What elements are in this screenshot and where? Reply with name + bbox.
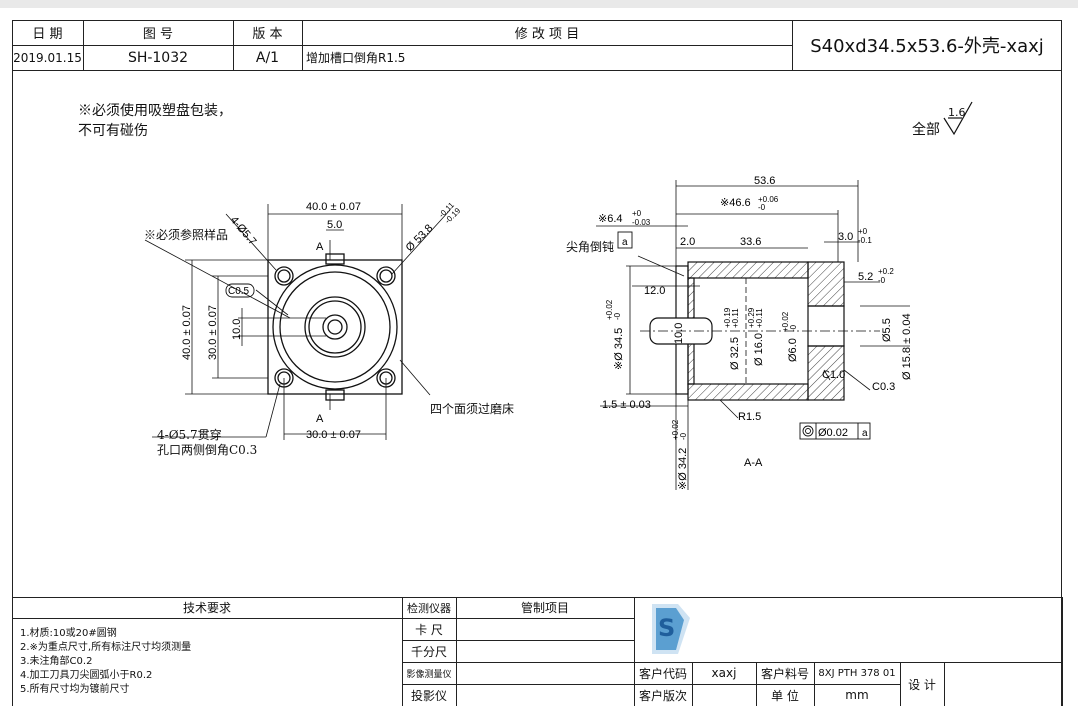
tech-req-1: 1.材质:10或20#圆钢 (20, 628, 117, 639)
customer-part-label: 客户料号 (760, 666, 809, 681)
tech-req-4: 4.加工刀具刀尖圆弧小于R0.2 (20, 670, 153, 681)
front-dim-slot: 5.0 (327, 219, 342, 231)
instrument-projector: 投影仪 (410, 688, 447, 703)
sec-dim-120: 12.0 (644, 285, 665, 297)
sec-dim-60-tol-lower: -0 (789, 324, 798, 332)
inspect-title: 检测仪器 (407, 601, 451, 615)
sec-dim-100: 10.0 (673, 323, 685, 344)
sec-radius: R1.5 (738, 411, 761, 423)
unit-value: mm (845, 688, 869, 702)
sec-dim-345: ※Ø 34.5 (613, 328, 625, 370)
front-dim-height: 40.0 ± 0.07 (181, 305, 193, 360)
sec-concentricity-datum: a (862, 428, 868, 439)
sec-dim-345-tol-lower: -0 (613, 312, 622, 320)
sec-chamfer-c10: C1.0 (822, 369, 845, 381)
sec-dim-55: Ø5.5 (881, 318, 893, 342)
customer-code-value: xaxj (711, 666, 737, 680)
header-drawing-no-label: 图 号 (142, 27, 174, 42)
logo-shape-icon (652, 604, 690, 654)
sec-dim-52: 5.2 (858, 271, 873, 283)
front-dim-slot-height: 10.0 (231, 319, 243, 340)
sec-dim-160-tol-upper: +0.29 (747, 307, 756, 328)
front-sample-note: ※必须参照样品 (144, 228, 229, 242)
sec-dim-160-tol-lower: +0.11 (755, 308, 764, 328)
front-dim-width-bottom: 30.0 ± 0.07 (306, 429, 361, 441)
instrument-caliper: 卡 尺 (415, 622, 443, 637)
instrument-micrometer: 千分尺 (410, 644, 447, 659)
roughness-label: 全部 (912, 122, 940, 138)
front-dim-width-top: 40.0 ± 0.07 (306, 201, 361, 213)
sec-dim-60: Ø6.0 (787, 338, 799, 362)
sec-dim-46-tol-upper: +0.06 (758, 195, 779, 204)
sec-dim-46-tol-lower: -0 (758, 203, 766, 212)
sec-datum-box: a (622, 237, 628, 248)
sec-dim-20: 2.0 (680, 236, 695, 248)
drawing-frame (12, 20, 1062, 706)
control-title: 管制项目 (520, 601, 569, 615)
sec-dim-64-tol-upper: +0 (632, 209, 642, 218)
section-view-drawing: 53.6 ※46.6 +0.06 -0 ※6.4 +0 -0.03 a 2.0 … (596, 175, 913, 490)
header-date-label: 日 期 (32, 27, 63, 42)
sec-dim-325-tol-upper: +0.19 (723, 307, 732, 328)
sec-dim-30: 3.0 (838, 231, 853, 243)
sec-dim-46: ※46.6 (720, 197, 751, 209)
window-top-strip (0, 0, 1078, 8)
sec-dim-342-tol-lower: -0 (679, 432, 688, 440)
header-date-value: 2019.01.15 (13, 50, 82, 65)
unit-label: 单 位 (771, 688, 799, 703)
section-mark-bottom: A (316, 413, 324, 425)
company-logo: S (648, 602, 692, 656)
sec-chamfer-c03: C0.3 (872, 381, 895, 393)
front-hole-note-2: 孔口两侧倒角C0.3 (157, 443, 258, 457)
header-version-value: A/1 (255, 49, 280, 66)
sec-dim-158: Ø 15.8 ± 0.04 (901, 313, 913, 380)
sec-dim-30-tol-upper: +0 (858, 227, 868, 236)
tech-req-3: 3.未注角部C0.2 (20, 656, 93, 667)
design-label: 设 计 (908, 677, 936, 692)
sec-dim-345-tol-upper: +0.02 (605, 299, 614, 320)
section-mark-top: A (316, 241, 324, 253)
sec-dim-325: Ø 32.5 (729, 337, 741, 370)
sec-dim-52-tol-upper: +0.2 (878, 267, 894, 276)
sec-label: A-A (744, 457, 763, 469)
front-view-drawing: 40.0 ± 0.07 5.0 4-Ø5.7 Ø 53.8 -0.11 -0.1… (144, 200, 463, 441)
packaging-note-1: ※必须使用吸塑盘包装， (78, 103, 232, 119)
roughness-value: 1.6 (948, 106, 966, 119)
sec-dim-325-tol-lower: +0.11 (731, 308, 740, 328)
front-dim-holes: 4-Ø5.7 (228, 214, 259, 247)
header-revision-value: 增加槽口倒角R1.5 (306, 51, 406, 65)
logo-letter: S (658, 614, 676, 642)
sec-concentricity: Ø0.02 (818, 427, 848, 439)
customer-version-label: 客户版次 (638, 688, 687, 703)
customer-code-label: 客户代码 (638, 666, 687, 681)
sec-dim-30-tol-lower: -0.1 (858, 236, 872, 245)
sec-sharp-edge-note: 尖角倒钝 (566, 240, 615, 254)
front-dim-diameter: Ø 53.8 (404, 222, 436, 254)
header-revision-label: 修 改 项 目 (514, 27, 580, 42)
drawing-title: S40xd34.5x53.6-外壳-xaxj (810, 36, 1044, 57)
front-dim-inner-height: 30.0 ± 0.07 (207, 305, 219, 360)
tech-req-title: 技术要求 (182, 601, 231, 615)
front-hole-note-1: 4-Ø5.7贯穿 (157, 428, 222, 442)
tech-req-2: 2.※为重点尺寸,所有标注尺寸均须测量 (20, 642, 192, 653)
header-drawing-no-value: SH-1032 (127, 49, 189, 66)
instrument-image-measure: 影像测量仪 (406, 669, 452, 680)
sec-dim-342: ※Ø 34.2 (677, 448, 689, 490)
sec-dim-160: Ø 16.0 (753, 333, 765, 366)
header-version-label: 版 本 (252, 27, 283, 42)
sec-dim-length: 53.6 (754, 175, 775, 187)
sec-dim-60-tol-upper: +0.02 (781, 311, 790, 332)
sec-dim-64: ※6.4 (598, 213, 623, 225)
sec-dim-342-tol-upper: +0.02 (671, 419, 680, 440)
sec-dim-336: 33.6 (740, 236, 761, 248)
packaging-note-2: 不可有碰伤 (78, 123, 148, 139)
sec-dim-52-tol-lower: -0 (878, 276, 886, 285)
front-grind-note: 四个面须过磨床 (430, 402, 515, 416)
sec-dim-15: 1.5 ± 0.03 (602, 399, 651, 411)
tech-req-5: 5.所有尺寸均为镀前尺寸 (20, 684, 130, 695)
customer-part-value: 8XJ PTH 378 01 (818, 667, 896, 679)
sec-dim-64-tol-lower: -0.03 (632, 218, 651, 227)
roughness-symbol-icon (943, 101, 973, 136)
front-chamfer: C0.5 (228, 286, 250, 297)
